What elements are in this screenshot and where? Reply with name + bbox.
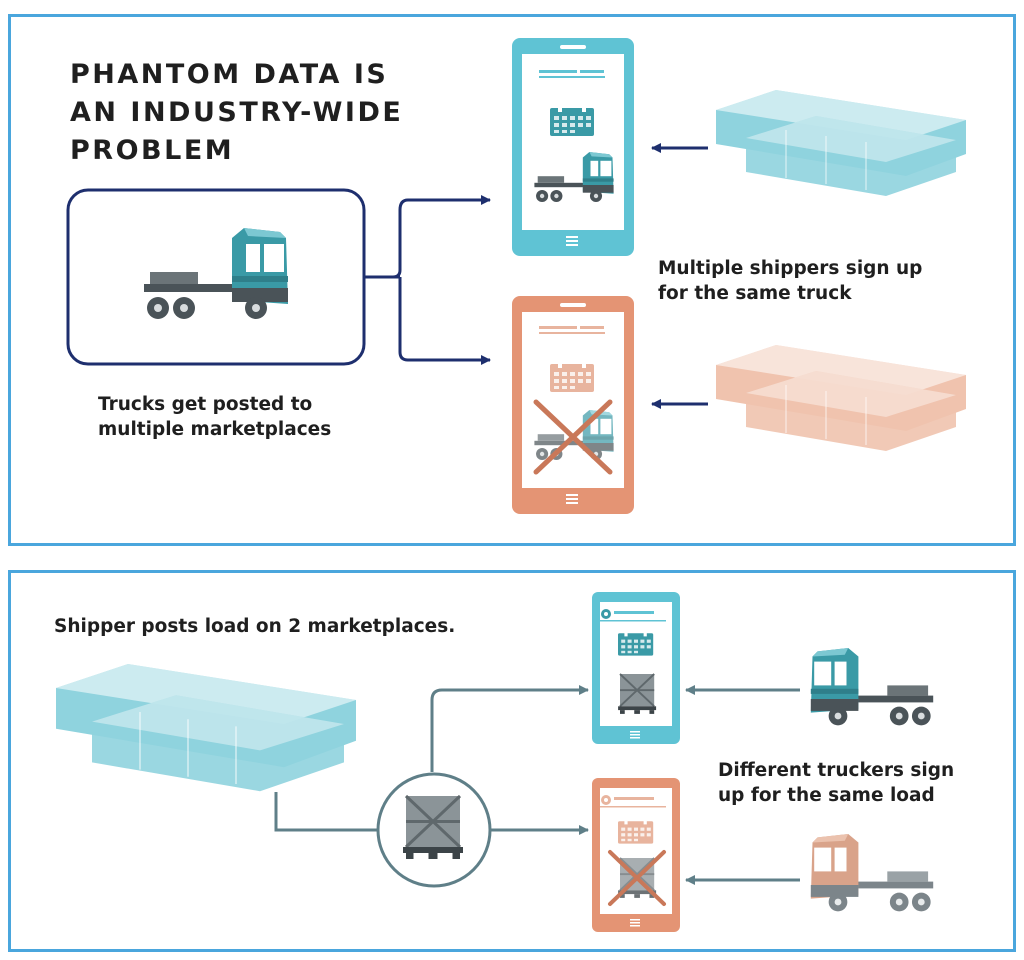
title-line: PROBLEM (70, 135, 235, 166)
pallet-icon (617, 673, 658, 715)
title-line: AN INDUSTRY-WIDE (70, 97, 404, 128)
phone-invalid (512, 296, 634, 514)
multiple-shippers-label: Multiple shippers sign up for the same t… (658, 256, 988, 306)
truck-box (66, 188, 366, 366)
menu-icon (630, 731, 640, 739)
cross-mark-icon (533, 399, 613, 475)
label-line: multiple marketplaces (98, 419, 332, 440)
cross-mark-icon (608, 850, 666, 906)
phone-valid (512, 38, 634, 256)
menu-icon (566, 236, 578, 246)
location-pin-icon (601, 795, 611, 805)
trucks-posted-label: Trucks get posted to multiple marketplac… (98, 392, 418, 442)
branch-arrows (364, 195, 491, 365)
different-truckers-label: Different truckers sign up for the same … (718, 758, 1008, 808)
page-title: PHANTOM DATA IS AN INDUSTRY-WIDE PROBLEM (70, 56, 470, 170)
phone-valid (592, 592, 680, 744)
menu-icon (630, 919, 640, 927)
title-line: PHANTOM DATA IS (70, 59, 389, 90)
cargo-containers-icon (715, 89, 967, 197)
label-line: Multiple shippers sign up (658, 258, 923, 279)
shipper-posts-label: Shipper posts load on 2 marketplaces. (54, 616, 456, 637)
calendar-icon (550, 104, 594, 136)
location-pin-icon (601, 609, 611, 619)
label-line: up for the same load (718, 785, 935, 806)
calendar-icon (618, 818, 654, 844)
truck-icon (810, 834, 934, 912)
calendar-icon (550, 360, 594, 392)
cargo-containers-icon (55, 663, 357, 793)
calendar-icon (618, 630, 654, 656)
label-line: Different truckers sign (718, 760, 955, 781)
flow-arrows (274, 685, 800, 885)
menu-icon (566, 494, 578, 504)
label-line: for the same truck (658, 283, 852, 304)
truck-icon (810, 648, 934, 726)
phone-invalid (592, 778, 680, 932)
label-line: Trucks get posted to (98, 394, 313, 415)
cargo-containers-icon (715, 344, 967, 452)
pallet-icon (401, 794, 465, 861)
truck-icon (144, 228, 288, 319)
